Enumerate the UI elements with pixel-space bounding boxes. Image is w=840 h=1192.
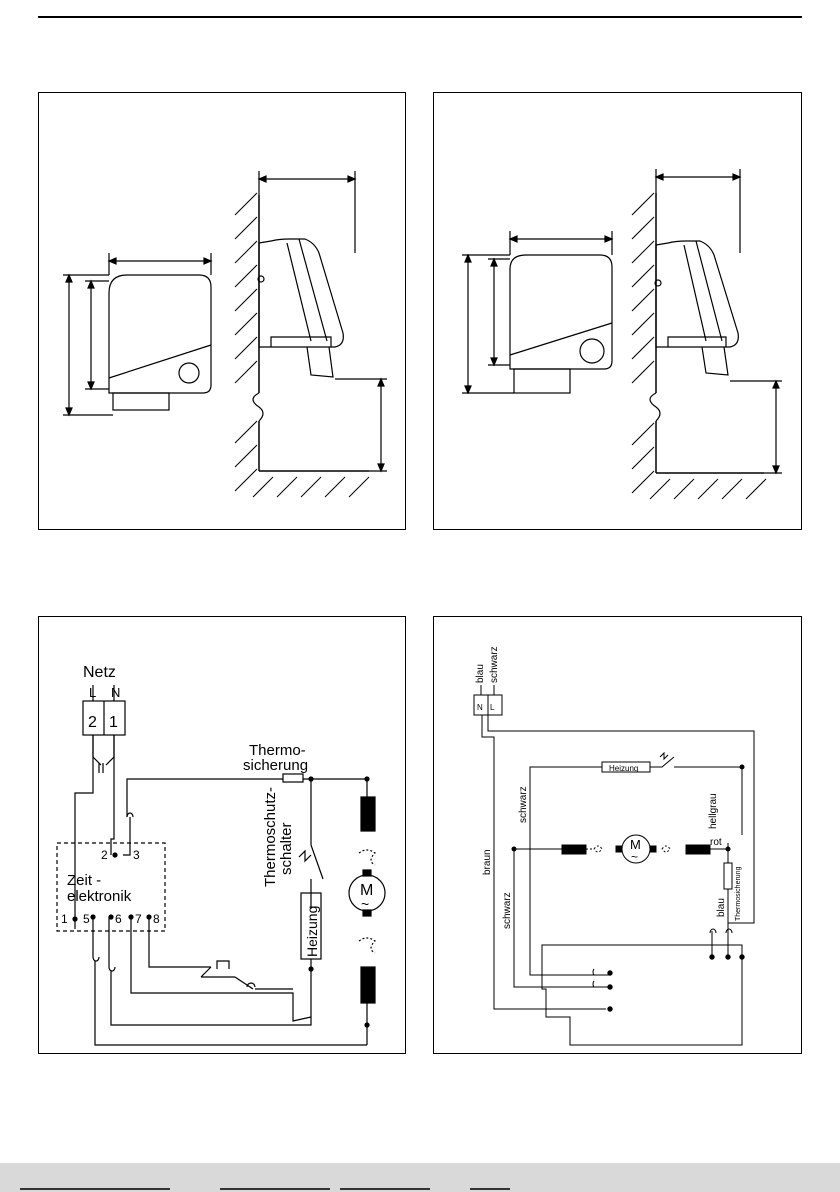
zeit-label-1: Zeit -	[67, 872, 101, 889]
thermal-fuse	[724, 863, 732, 889]
motor-ac-label: ~	[361, 896, 369, 912]
motor-ac-label: ~	[631, 850, 638, 864]
hellgrau-label: hellgrau	[708, 793, 719, 829]
thermosicherung-label-2: sicherung	[243, 757, 308, 774]
motor-coil-left	[562, 845, 586, 854]
heater-front-split	[109, 345, 211, 378]
timer-switch	[201, 967, 235, 977]
pin-3-label: 3	[133, 848, 140, 862]
phase-l-label: L	[89, 685, 96, 700]
connector-box	[542, 945, 742, 1045]
heater-side-body	[656, 241, 738, 347]
heizung-label: Heizung	[609, 764, 638, 773]
circuit-diagram-1: Netz L N 2 1 Thermo- sicherung Thermosch…	[39, 617, 407, 1055]
heater-front-knob	[179, 363, 199, 383]
circuit-diagram-panel-1: Netz L N 2 1 Thermo- sicherung Thermosch…	[38, 616, 406, 1054]
thermosicherung-label: Thermosicherung	[735, 866, 742, 921]
blau-top-label: blau	[475, 664, 486, 683]
netz-label: Netz	[83, 664, 116, 681]
dimension-drawing-2	[434, 93, 803, 531]
dimension-drawing-panel-2	[433, 92, 802, 530]
terminal-2-label: 2	[88, 714, 97, 731]
terminal-1-label: 1	[109, 714, 118, 731]
heater-front-body	[109, 275, 211, 393]
footer-marks	[0, 1185, 840, 1192]
circuit-diagram-panel-2: blau schwarz N L Heizung schwarz hellgra…	[433, 616, 802, 1054]
schwarz-top-label: schwarz	[489, 646, 500, 683]
n-label: N	[477, 703, 483, 712]
circuit-diagram-2: blau schwarz N L Heizung schwarz hellgra…	[434, 617, 803, 1055]
heater-front-base	[113, 393, 169, 410]
heater-side-fan	[307, 347, 333, 377]
thermoschutz-label-2: schalter	[278, 822, 295, 875]
motor-coil-right	[686, 845, 710, 854]
pin-7-label: 7	[135, 912, 142, 926]
schwarz-label-2: schwarz	[502, 892, 513, 929]
thermal-fuse	[283, 774, 303, 782]
heater-front-base	[514, 369, 570, 393]
dimension-drawing-1	[39, 93, 407, 531]
phase-n-label: N	[111, 685, 120, 700]
dimension-drawing-panel-1	[38, 92, 406, 530]
top-rule	[38, 16, 802, 18]
heizung-label: Heizung	[304, 906, 320, 957]
thermoschutz-label-1: Thermoschutz-	[262, 787, 279, 887]
heater-front-knob	[580, 339, 604, 363]
braun-label: braun	[482, 849, 493, 875]
motor-coil-top	[361, 797, 375, 831]
heater-side-body	[259, 239, 343, 347]
motor-coil-bottom	[361, 967, 375, 1003]
zeit-label-2: elektronik	[67, 888, 132, 905]
pin-1-label: 1	[61, 912, 68, 926]
l-label: L	[490, 703, 495, 712]
heater-front-body	[510, 255, 612, 369]
schwarz-label-1: schwarz	[518, 786, 529, 823]
pin-2-label: 2	[101, 848, 108, 862]
pin-8-label: 8	[153, 912, 160, 926]
rot-label: rot	[710, 837, 722, 848]
heater-side-fan	[702, 347, 728, 375]
blau-bottom-label: blau	[716, 898, 727, 917]
pin-6-label: 6	[115, 912, 122, 926]
pin-5-label: 5	[83, 912, 90, 926]
